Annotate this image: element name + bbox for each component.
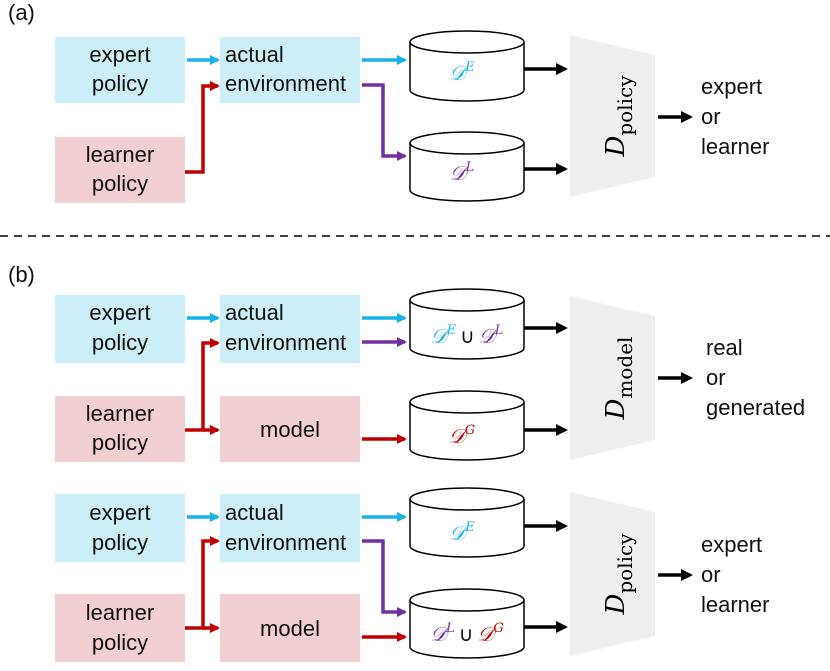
b2-env-line2: environment bbox=[225, 530, 346, 555]
b2-output-line2: or bbox=[701, 562, 721, 587]
b2-db-top-cylinder: 𝒟E bbox=[409, 487, 525, 558]
b2-env-line1: actual bbox=[225, 500, 284, 525]
b2-db-bottom-sup1: L bbox=[445, 621, 455, 636]
svg-text:𝒟L: 𝒟L bbox=[450, 160, 475, 185]
b1-db-bottom-cylinder: 𝒟G bbox=[409, 390, 525, 461]
b2-output-line3: learner bbox=[701, 592, 769, 617]
a-learner-policy-box bbox=[55, 137, 185, 203]
a-db-bottom-cylinder: 𝒟L bbox=[409, 131, 525, 202]
b2-model-label: model bbox=[260, 616, 320, 641]
b1-output-line3: generated bbox=[706, 395, 805, 420]
b1-db-top-union: ∪ bbox=[460, 326, 475, 348]
b2-expert-policy-box bbox=[55, 494, 185, 562]
b2-db-bottom-cylinder: 𝒟L∪𝒟G bbox=[409, 588, 525, 659]
b1-expert-policy-box bbox=[55, 295, 185, 363]
b2-db-top-D: 𝒟 bbox=[449, 521, 469, 545]
svg-text:𝒟G: 𝒟G bbox=[449, 423, 475, 448]
b1-discriminator bbox=[570, 296, 655, 460]
a-learner-arrow bbox=[185, 81, 220, 174]
b1-environment-box bbox=[220, 295, 360, 363]
b2-expert-line2: policy bbox=[92, 530, 148, 555]
a-env-line1: actual bbox=[225, 42, 284, 67]
b2-discriminator bbox=[570, 492, 655, 656]
b1-learner-to-env-arrow bbox=[185, 338, 220, 432]
a-expert-line1: expert bbox=[89, 42, 150, 67]
svg-text:𝒟E: 𝒟E bbox=[449, 520, 475, 545]
b2-model-box bbox=[220, 594, 360, 662]
a-db-bottom-sup: L bbox=[465, 160, 475, 175]
svg-text:𝒟E: 𝒟E bbox=[449, 60, 475, 85]
b1-learner-line2: policy bbox=[92, 430, 148, 455]
b1-model-box bbox=[220, 396, 360, 462]
b2-learner-to-env-arrow bbox=[185, 536, 220, 630]
b1-expert-line2: policy bbox=[92, 330, 148, 355]
panel-a-tag: (a) bbox=[8, 0, 35, 25]
a-db-top-cylinder: 𝒟E bbox=[409, 30, 525, 102]
b1-db-top-D2: 𝒟 bbox=[479, 324, 499, 348]
a-expert-policy-box bbox=[55, 37, 185, 103]
b2-expert-line1: expert bbox=[89, 500, 150, 525]
b1-output-line2: or bbox=[706, 365, 726, 390]
b1-model-label: model bbox=[260, 417, 320, 442]
a-discriminator bbox=[570, 35, 655, 197]
a-learner-line1: learner bbox=[86, 142, 154, 167]
b1-env-line2: environment bbox=[225, 330, 346, 355]
b1-env-line1: actual bbox=[225, 300, 284, 325]
a-environment-box bbox=[220, 37, 360, 103]
a-env-to-db-bottom-arrow bbox=[362, 83, 407, 161]
a-output-line1: expert bbox=[701, 74, 762, 99]
a-db-top-D: 𝒟 bbox=[449, 61, 469, 85]
b1-expert-line1: expert bbox=[89, 300, 150, 325]
a-output-line2: or bbox=[701, 104, 721, 129]
b2-learner-line2: policy bbox=[92, 630, 148, 655]
b1-db-top-cylinder: 𝒟E∪𝒟L bbox=[409, 288, 525, 360]
a-db-top-sup: E bbox=[464, 60, 475, 75]
b1-db-top-sup1: E bbox=[446, 323, 457, 338]
b1-output-line1: real bbox=[706, 335, 743, 360]
a-output-line3: learner bbox=[701, 134, 769, 159]
b2-db-bottom-sup2: G bbox=[493, 621, 503, 636]
svg-text:𝒟E∪𝒟L: 𝒟E∪𝒟L bbox=[431, 323, 504, 348]
b1-disc-label: Dmodel bbox=[601, 337, 637, 421]
b2-environment-box bbox=[220, 494, 360, 562]
b1-learner-policy-box bbox=[55, 396, 185, 462]
b2-db-bottom-D2: 𝒟 bbox=[477, 622, 497, 646]
a-learner-line2: policy bbox=[92, 171, 148, 196]
a-db-bottom-D: 𝒟 bbox=[450, 161, 470, 185]
b1-db-bottom-sup: G bbox=[465, 423, 475, 438]
a-expert-line2: policy bbox=[92, 71, 148, 96]
svg-text:𝒟L∪𝒟G: 𝒟L∪𝒟G bbox=[430, 621, 504, 646]
panel-b-tag: (b) bbox=[8, 262, 35, 287]
b2-learner-line1: learner bbox=[86, 600, 154, 625]
a-env-line2: environment bbox=[225, 71, 346, 96]
b2-output-line1: expert bbox=[701, 532, 762, 557]
b2-learner-policy-box bbox=[55, 594, 185, 662]
b1-db-bottom-D: 𝒟 bbox=[449, 424, 469, 448]
b2-db-top-sup: E bbox=[464, 520, 475, 535]
b2-db-bottom-D1: 𝒟 bbox=[430, 622, 450, 646]
b2-disc-label: Dpolicy bbox=[601, 533, 637, 616]
b1-db-top-D1: 𝒟 bbox=[431, 324, 451, 348]
b1-learner-line1: learner bbox=[86, 401, 154, 426]
b2-env-purple-arrow bbox=[362, 539, 407, 617]
b2-db-bottom-union: ∪ bbox=[459, 624, 474, 646]
b1-db-top-sup2: L bbox=[494, 323, 504, 338]
a-disc-label: Dpolicy bbox=[601, 75, 637, 158]
